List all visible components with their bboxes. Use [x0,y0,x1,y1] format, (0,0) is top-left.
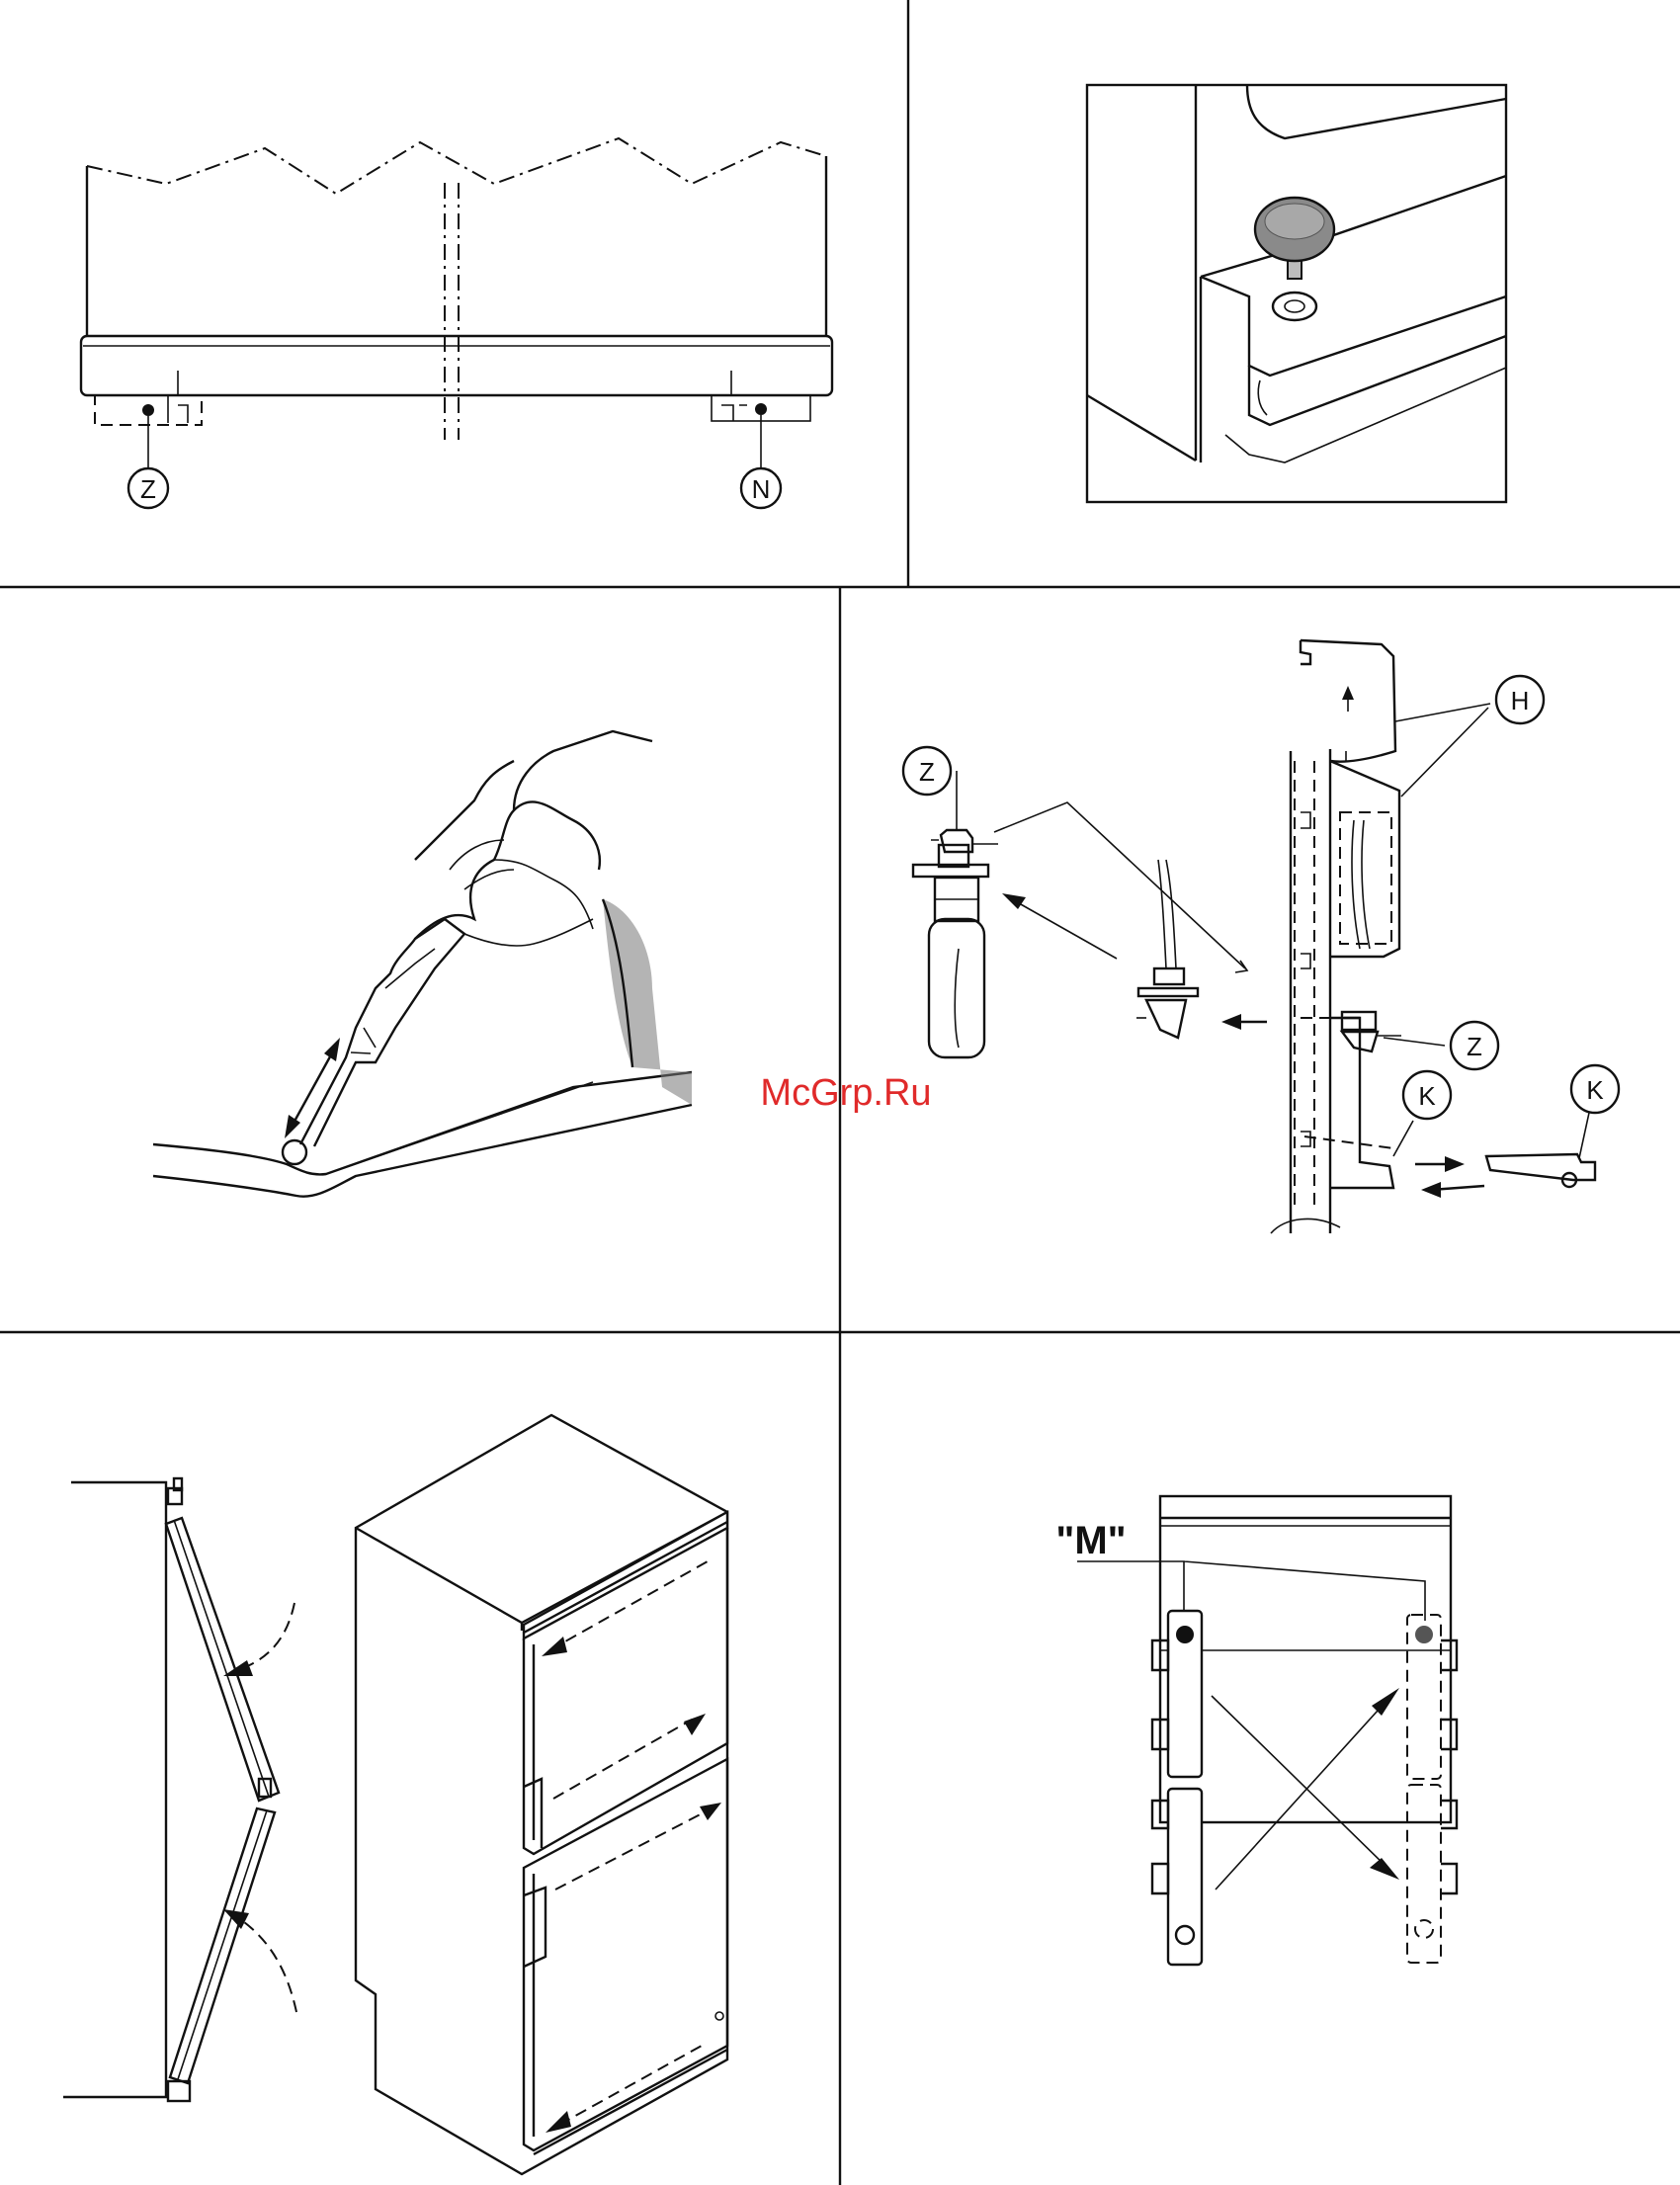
svg-text:H: H [1511,686,1530,715]
panel-hand-tool [153,731,692,1197]
label-k-holder: K [1403,1071,1451,1119]
svg-text:Z: Z [1467,1032,1482,1061]
watermark-text: McGrp.Ru [760,1072,931,1114]
panel-door-reversal [63,1415,727,2174]
svg-text:K: K [1418,1081,1436,1111]
label-z-foot: Z [128,468,168,508]
label-h-door: H [1496,676,1544,723]
svg-text:K: K [1586,1075,1604,1105]
label-z-bottle: Z [903,747,951,795]
svg-text:N: N [752,474,771,504]
panel-knob-corner [1087,85,1506,502]
panel-handle-swap: "M" [1055,1496,1457,1965]
label-z-valve: Z [1451,1022,1498,1069]
m-mark-label: "M" [1055,1519,1126,1562]
panel-bottle-holder [913,640,1595,1233]
panel-base-feet [81,138,832,468]
label-k-part: K [1571,1065,1619,1113]
svg-text:Z: Z [140,474,156,504]
svg-text:Z: Z [919,757,935,787]
label-n-foot: N [741,468,781,508]
